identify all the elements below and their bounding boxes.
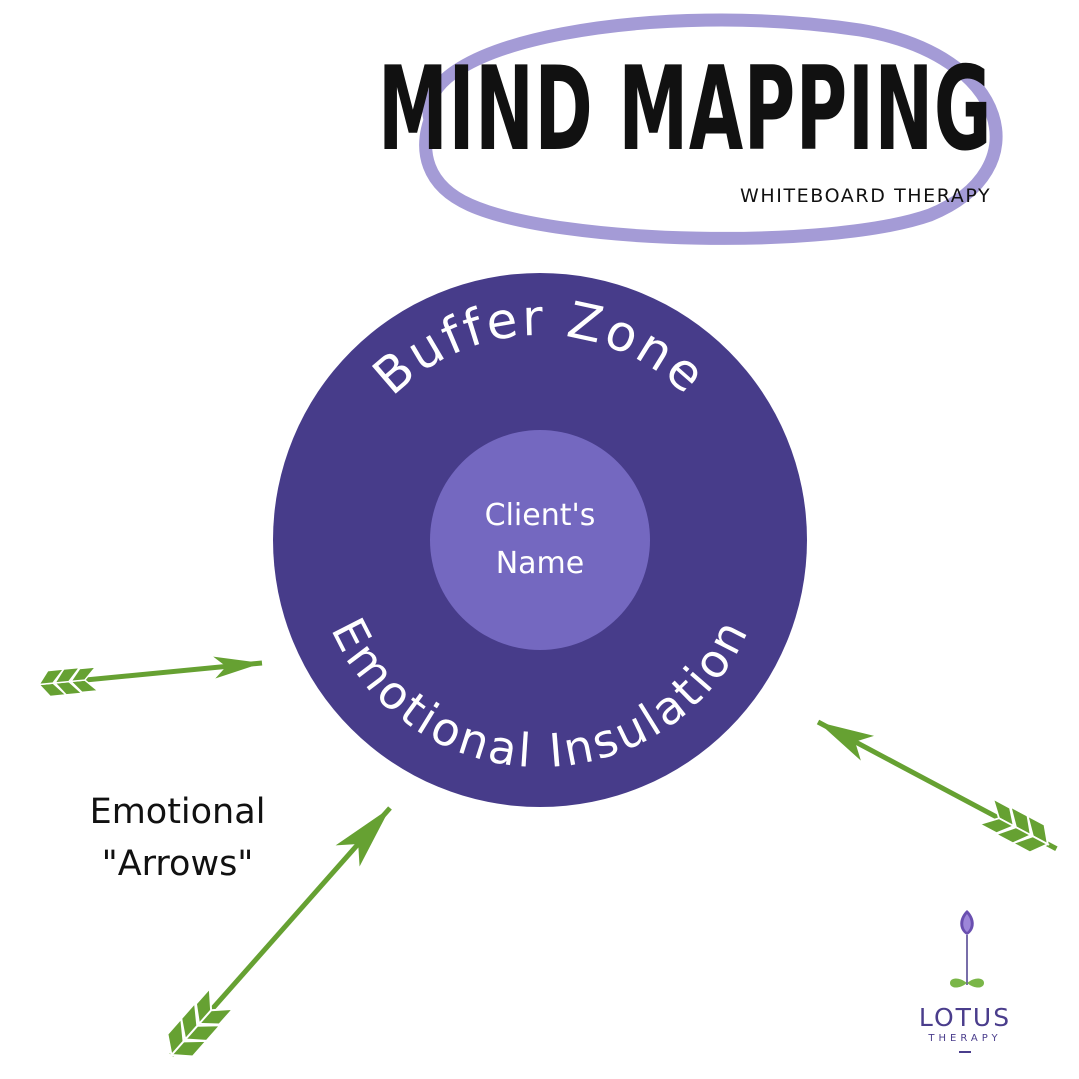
lotus-logo-icon bbox=[950, 910, 984, 988]
arrows-label-line2: "Arrows" bbox=[101, 844, 254, 884]
client-name-label: Client's Name bbox=[430, 492, 650, 588]
brand-underline bbox=[959, 1051, 971, 1053]
client-circle bbox=[430, 430, 650, 650]
brand-tagline: THERAPY bbox=[928, 1033, 1002, 1044]
emotional-arrow bbox=[157, 806, 392, 1068]
page-subtitle: WHITEBOARD THERAPY bbox=[740, 185, 992, 207]
brand-logo: LOTUS THERAPY bbox=[905, 1003, 1025, 1053]
arrows-label-line1: Emotional bbox=[89, 792, 266, 832]
client-name-line1: Client's bbox=[484, 498, 596, 533]
brand-name: LOTUS bbox=[918, 1003, 1012, 1032]
emotional-arrow bbox=[816, 719, 1058, 859]
page-title: MIND MAPPING bbox=[378, 42, 993, 177]
title-highlight-circle bbox=[419, 13, 1003, 245]
client-name-line2: Name bbox=[495, 546, 585, 581]
emotional-arrows-label: Emotional "Arrows" bbox=[60, 786, 295, 890]
emotional-arrow bbox=[37, 656, 263, 699]
